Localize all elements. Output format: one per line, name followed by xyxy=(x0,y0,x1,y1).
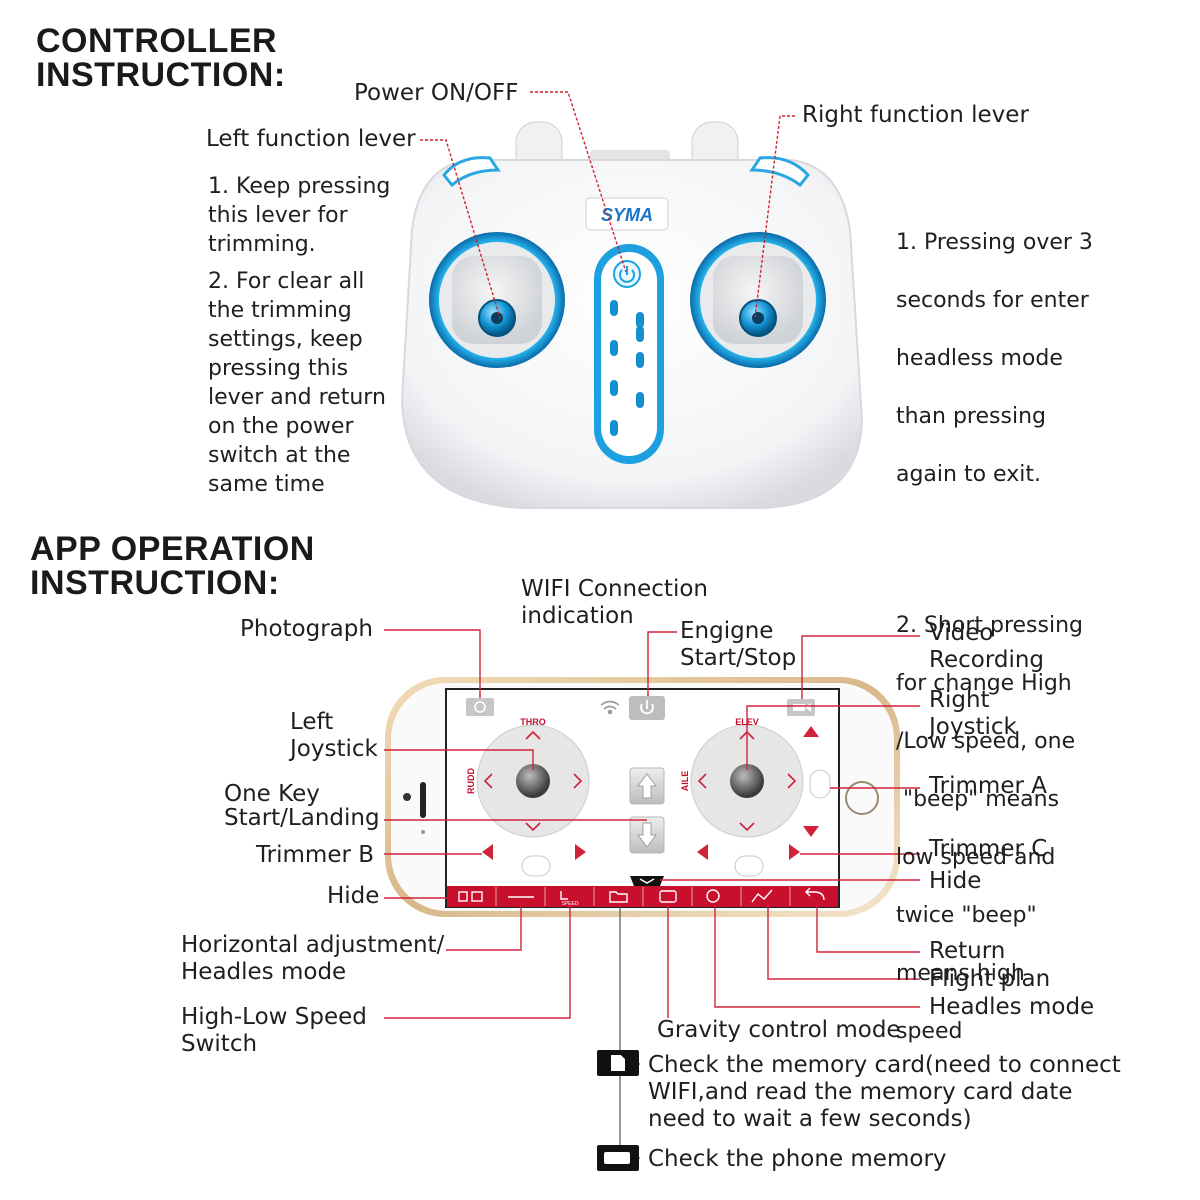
speed-toolbar-text: SPEED xyxy=(562,901,579,907)
brand-logo: SYMA xyxy=(601,205,653,225)
headless-mode-icon[interactable] xyxy=(706,889,720,903)
photograph-button[interactable] xyxy=(466,698,494,716)
return-icon[interactable] xyxy=(805,887,825,901)
right-joystick[interactable] xyxy=(690,724,804,838)
controller-body xyxy=(400,159,864,509)
app-title: APP OPERATION INSTRUCTION: xyxy=(30,532,315,600)
right-lever-label: Right function lever xyxy=(802,102,1029,128)
trimmer-b-right[interactable] xyxy=(575,844,586,860)
controller-title-line1: CONTROLLER xyxy=(36,22,278,60)
left-note-2: 2. For clear all the trimming settings, … xyxy=(208,269,386,497)
left-shoulder-tab xyxy=(515,121,563,185)
folder-icon[interactable] xyxy=(609,891,628,903)
horizontal-label: Horizontal adjustment/Headles mode xyxy=(181,932,445,985)
speed-icon[interactable] xyxy=(560,891,568,900)
right-lever-notes: 1. Pressing over 3 seconds for enter hea… xyxy=(868,141,1093,1104)
app-title-line1: APP OPERATION xyxy=(30,530,315,568)
aile-label: AILE xyxy=(680,771,690,792)
right-joystick-knob[interactable] xyxy=(730,764,764,798)
phone-memory-label: Check the phone memory xyxy=(648,1146,947,1172)
trimmer-a-down[interactable] xyxy=(803,826,819,837)
engine-start-stop-button[interactable] xyxy=(629,696,665,720)
photograph-label: Photograph xyxy=(240,616,373,642)
phone-frame xyxy=(385,677,900,917)
memory-card-label: Check the memory card(need to connect WI… xyxy=(648,1052,1121,1132)
right-stick-knob[interactable] xyxy=(739,299,777,337)
right-note-2: 2. Short pressing for change High /Low s… xyxy=(895,613,1084,1044)
grip-pads xyxy=(610,300,644,436)
gravity-label: Gravity control mode xyxy=(657,1017,901,1043)
right-stick-ring xyxy=(690,232,826,368)
power-label: Power ON/OFF xyxy=(354,80,519,106)
trimmer-b-label: Trimmer B xyxy=(256,842,375,868)
brand-badge xyxy=(585,197,669,231)
gravity-mode-icon[interactable] xyxy=(659,890,677,903)
trimmer-c-left[interactable] xyxy=(697,844,708,860)
trimmer-a-label: Trimmer A xyxy=(929,773,1047,799)
left-joystick[interactable] xyxy=(476,724,590,838)
trimmer-a-slider[interactable] xyxy=(809,769,831,799)
wifi-icon xyxy=(600,700,620,715)
hide-toggle[interactable] xyxy=(630,876,664,886)
hide-left-label: Hide xyxy=(327,883,380,909)
left-stick-knob[interactable] xyxy=(478,299,516,337)
storage-icon[interactable] xyxy=(458,891,468,902)
trimmer-c-right[interactable] xyxy=(789,844,800,860)
left-lever-label: Left function lever xyxy=(206,126,416,152)
app-screen xyxy=(445,688,840,908)
power-button[interactable] xyxy=(613,260,641,288)
left-lever-notes: 1. Keep pressing this lever for trimming… xyxy=(208,172,398,499)
one-key-start-button[interactable] xyxy=(629,767,665,805)
elev-label: ELEV xyxy=(735,717,759,727)
right-shoulder-tab xyxy=(691,121,739,185)
left-function-lever[interactable] xyxy=(442,156,501,188)
right-note-1: 1. Pressing over 3 seconds for enter hea… xyxy=(895,230,1093,487)
right-function-lever[interactable] xyxy=(749,156,810,188)
left-note-1: 1. Keep pressing this lever for trimming… xyxy=(208,174,391,257)
phone-memory-icon xyxy=(597,1145,639,1171)
remote-controller: SYMA xyxy=(400,121,864,509)
trimmer-b-slider[interactable] xyxy=(521,855,551,877)
headles-mode-label: Headles mode xyxy=(929,994,1095,1020)
video-recording-button[interactable] xyxy=(787,699,815,716)
bottom-toolbar xyxy=(447,886,838,907)
return-label: Return xyxy=(929,938,1006,964)
flight-plan-label: Flight plan xyxy=(929,966,1051,992)
thro-label: THRO xyxy=(520,717,546,727)
app-title-line2: INSTRUCTION: xyxy=(30,564,280,602)
phone-clamp-strip xyxy=(594,244,664,464)
controller-title: CONTROLLER INSTRUCTION: xyxy=(36,24,286,92)
controller-title-line2: INSTRUCTION: xyxy=(36,56,286,94)
left-joystick-knob[interactable] xyxy=(516,764,550,798)
trimmer-c-label: Trimmer C xyxy=(929,836,1048,862)
memory-card-icon xyxy=(597,1050,639,1076)
rudd-label: RUDD xyxy=(466,768,476,794)
trimmer-b-left[interactable] xyxy=(482,844,493,860)
trimmer-c-slider[interactable] xyxy=(734,855,764,877)
trimmer-a-up[interactable] xyxy=(803,726,819,737)
smartphone: THRO RUDD ELEV AILE xyxy=(385,677,900,917)
flight-plan-icon[interactable] xyxy=(751,889,773,903)
left-stick-ring xyxy=(429,232,565,368)
hide-right-label: Hide xyxy=(929,868,982,894)
one-key-landing-button[interactable] xyxy=(629,816,665,854)
